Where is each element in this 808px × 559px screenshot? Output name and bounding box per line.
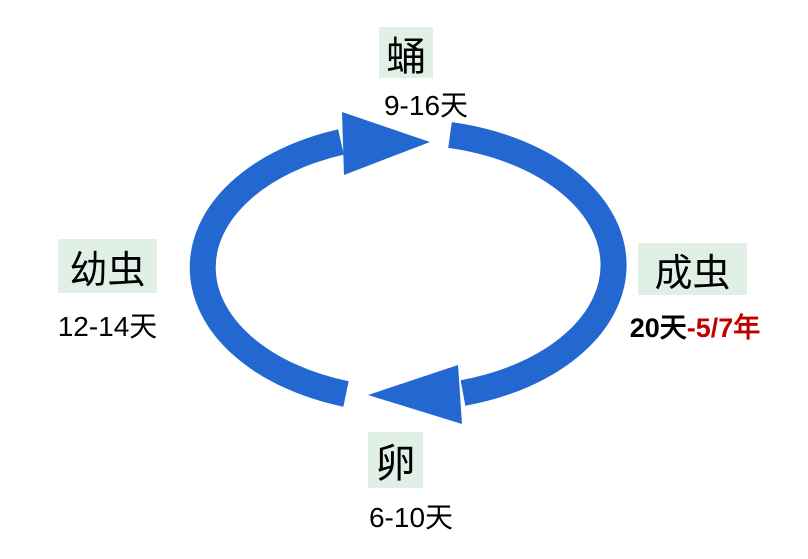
duration-larva: 12-14天	[57, 311, 158, 342]
stage-label-egg-text: 卵	[375, 442, 416, 486]
stage-label-egg: 卵	[368, 432, 423, 488]
duration-adult-red: -5/7年	[686, 313, 761, 343]
arc-left-up	[189, 129, 349, 407]
duration-egg: 6-10天	[368, 502, 454, 533]
arrowhead-top-right-icon	[342, 112, 430, 175]
duration-adult: 20天-5/7年	[616, 306, 774, 345]
arrowhead-bottom-left-icon	[368, 365, 462, 424]
arc-right-down	[448, 122, 627, 406]
duration-pupa: 9-16天	[383, 90, 469, 121]
stage-label-adult: 成虫	[638, 243, 747, 295]
stage-label-adult-text: 成虫	[654, 252, 731, 295]
stage-label-pupa-text: 蛹	[386, 34, 426, 79]
stage-label-pupa: 蛹	[379, 27, 433, 79]
stage-label-larva: 幼虫	[58, 239, 157, 293]
duration-adult-black: 20天	[629, 313, 687, 343]
stage-label-larva-text: 幼虫	[69, 249, 146, 292]
